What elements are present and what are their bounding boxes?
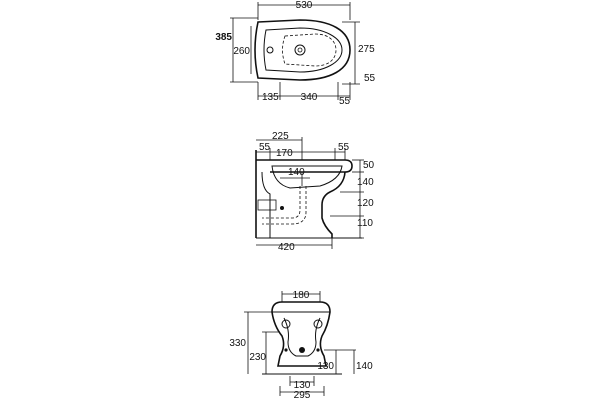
top-view-drain-inner bbox=[297, 47, 303, 53]
dim-50: 50 bbox=[363, 160, 375, 171]
rear-view: 180 330 230 130 140 130 295 bbox=[229, 290, 373, 400]
dim-110: 110 bbox=[357, 218, 373, 229]
dim-55-right: 55 bbox=[364, 73, 376, 84]
side-view-body bbox=[321, 171, 346, 238]
side-view-trap-2 bbox=[262, 186, 307, 225]
side-view-fixing bbox=[280, 206, 284, 210]
dim-170: 170 bbox=[276, 148, 293, 159]
rear-view-bolt-right bbox=[316, 348, 320, 352]
top-view-rim bbox=[263, 27, 343, 73]
dim-275: 275 bbox=[358, 44, 375, 55]
dim-295: 295 bbox=[294, 390, 311, 400]
dim-55-rear: 55 bbox=[259, 142, 271, 153]
dim-140-drain: 140 bbox=[288, 167, 305, 178]
dim-120: 120 bbox=[357, 198, 374, 209]
side-view-trap bbox=[262, 186, 301, 219]
dim-230: 230 bbox=[249, 352, 266, 363]
dim-530: 530 bbox=[296, 0, 313, 11]
dim-385: 385 bbox=[215, 32, 232, 43]
rear-view-fixing-right bbox=[313, 319, 323, 329]
dim-225: 225 bbox=[272, 131, 289, 142]
dim-140-right: 140 bbox=[356, 361, 373, 372]
rear-view-fixing-left bbox=[281, 319, 291, 329]
dim-260: 260 bbox=[233, 46, 250, 57]
side-view: 225 55 170 55 140 50 140 120 110 420 bbox=[255, 131, 375, 253]
top-view-outline bbox=[254, 19, 351, 81]
top-view-bowl-hidden bbox=[282, 33, 337, 67]
dim-55-front: 55 bbox=[338, 142, 350, 153]
dim-130-right: 130 bbox=[317, 361, 334, 372]
dim-135: 135 bbox=[262, 92, 279, 103]
top-view: 530 385 260 275 55 135 340 55 bbox=[215, 0, 375, 107]
rear-view-outline bbox=[271, 301, 331, 367]
side-view-rim bbox=[256, 159, 353, 173]
dim-55-bottom: 55 bbox=[339, 96, 351, 107]
rear-view-bolt-left bbox=[284, 348, 288, 352]
side-view-bowl-inner bbox=[271, 165, 343, 189]
dim-130-bottom: 130 bbox=[294, 380, 311, 391]
dim-420: 420 bbox=[278, 242, 295, 253]
dim-140-bowl: 140 bbox=[357, 177, 374, 188]
dim-340: 340 bbox=[301, 92, 318, 103]
top-view-drain bbox=[294, 44, 306, 56]
dim-180: 180 bbox=[293, 290, 310, 301]
rear-view-waste bbox=[299, 347, 305, 353]
top-view-tap-hole bbox=[266, 46, 274, 54]
dim-330: 330 bbox=[229, 338, 246, 349]
side-view-rear-body bbox=[261, 171, 271, 238]
side-view-waste-outlet bbox=[257, 199, 277, 211]
rear-view-inner bbox=[283, 317, 321, 357]
